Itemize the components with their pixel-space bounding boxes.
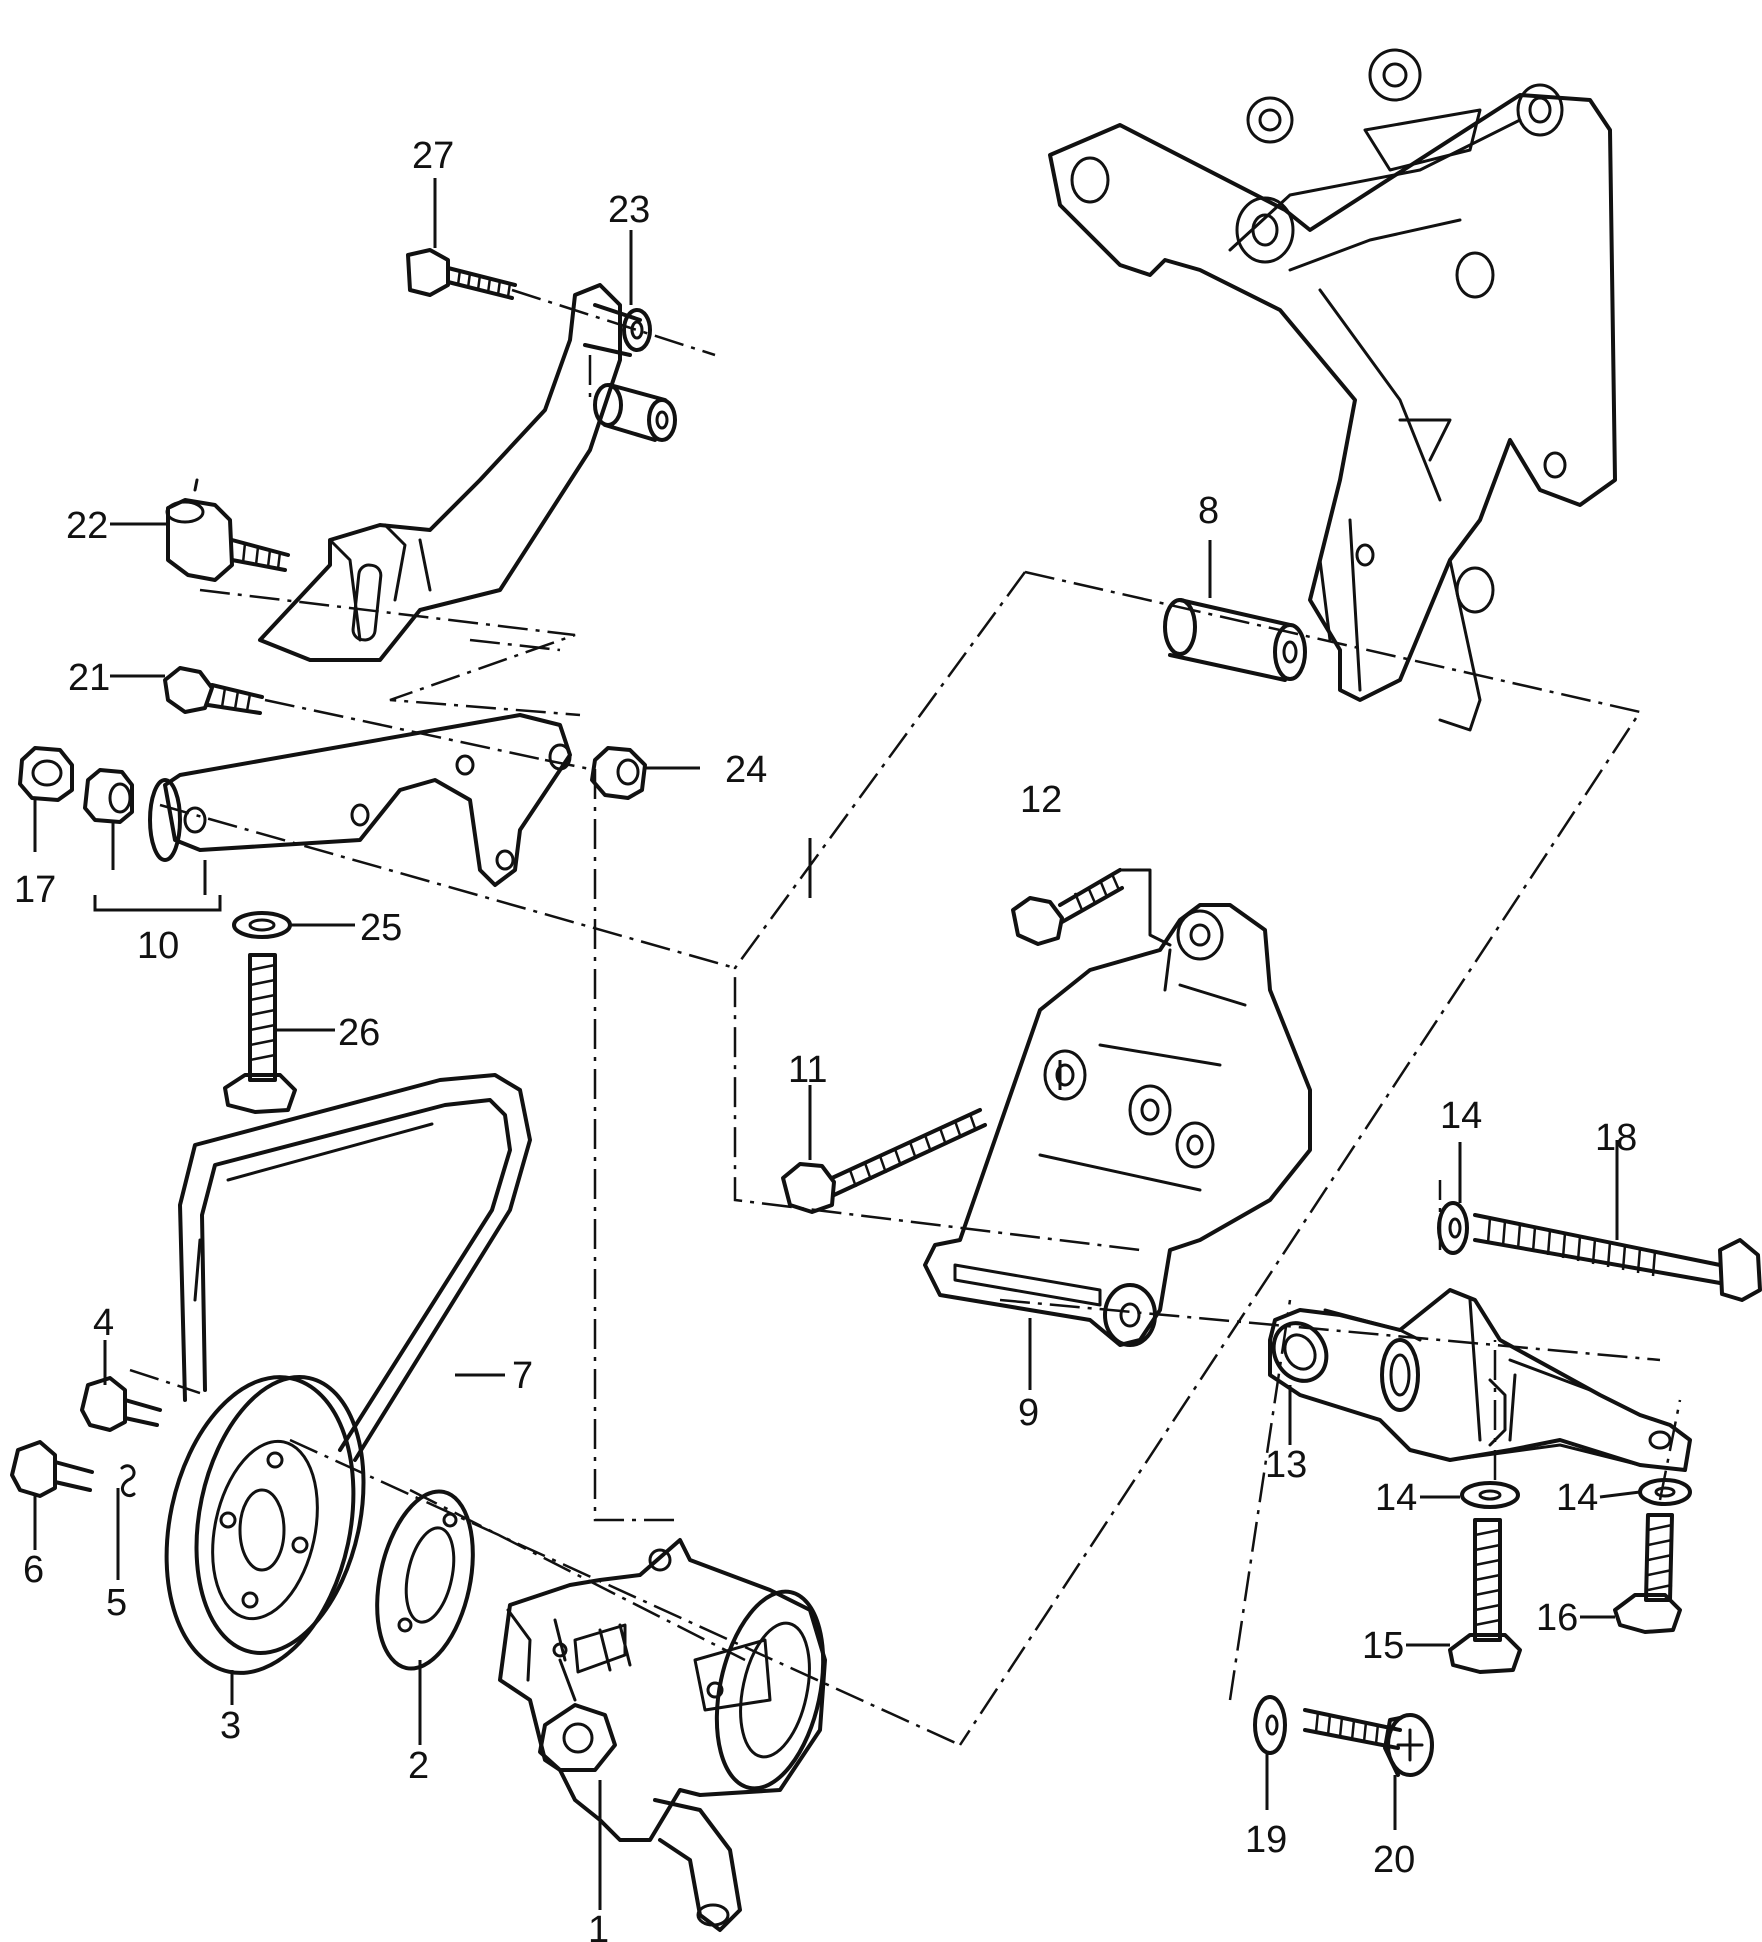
label-part-26: 26: [338, 1012, 380, 1054]
label-part-14-left: 14: [1375, 1477, 1417, 1519]
bolt-12: [1011, 868, 1172, 947]
label-part-3: 3: [220, 1705, 241, 1747]
label-part-10: 10: [137, 925, 179, 967]
assembly-centerlines: [129, 288, 1682, 1747]
label-part-20: 20: [1373, 1839, 1415, 1881]
label-part-27: 27: [412, 135, 454, 177]
bolt-15: [1448, 1518, 1522, 1674]
leader-lines: [33, 178, 1641, 1910]
washer-14-top: [1437, 1201, 1469, 1255]
label-part-6: 6: [23, 1549, 44, 1591]
label-part-4: 4: [93, 1302, 114, 1344]
label-part-18: 18: [1595, 1117, 1637, 1159]
power-steering-pump-1: [498, 1538, 827, 1932]
label-part-8: 8: [1198, 490, 1219, 532]
bolt-16: [1613, 1513, 1682, 1634]
label-part-15: 15: [1362, 1625, 1404, 1667]
adjuster-arm-10: [148, 713, 572, 887]
label-part-14-right: 14: [1556, 1477, 1598, 1519]
label-part-2: 2: [408, 1745, 429, 1787]
bolt-20: [1303, 1708, 1434, 1777]
bolt-18: [1473, 1213, 1762, 1302]
pump-bracket-9: [923, 903, 1312, 1347]
label-part-7: 7: [512, 1355, 533, 1397]
v-belt-7: [178, 1073, 532, 1462]
washer-14-left: [1460, 1481, 1520, 1509]
bracket-23: [258, 283, 677, 662]
label-part-1: 1: [588, 1909, 609, 1942]
nut-24: [590, 746, 647, 800]
bolt-26: [223, 953, 297, 1114]
label-part-9: 9: [1018, 1392, 1039, 1434]
label-part-16: 16: [1536, 1597, 1578, 1639]
label-part-22: 22: [66, 505, 108, 547]
label-part-23: 23: [608, 189, 650, 231]
washer-19: [1253, 1695, 1287, 1755]
label-part-25: 25: [360, 907, 402, 949]
label-part-17: 17: [14, 869, 56, 911]
tensioner-bracket-13: [1268, 1288, 1692, 1472]
label-part-12: 12: [1020, 779, 1062, 821]
bolt-21: [163, 666, 264, 715]
bolt-4: [80, 1376, 162, 1432]
label-part-14-top: 14: [1440, 1095, 1482, 1137]
nut-17: [18, 746, 74, 802]
bolt-11: [781, 1108, 987, 1214]
label-part-21: 21: [68, 657, 110, 699]
label-part-5: 5: [106, 1582, 127, 1624]
part-labels: 1 2 3 4 5 6 7 8 9 10 11 12 13 14 14 14 1…: [14, 135, 1637, 1942]
flange-2: [375, 1489, 475, 1671]
label-part-24: 24: [725, 749, 767, 791]
sleeve-10: [83, 768, 134, 824]
washer-14-right: [1638, 1478, 1692, 1506]
spring-washer-5: [120, 1464, 136, 1497]
bolt-27: [406, 248, 517, 300]
spacer-sleeve-8: [1163, 598, 1307, 682]
bolt-6: [10, 1440, 94, 1498]
pulley-3: [164, 1375, 366, 1675]
banjo-fitting-22: [165, 478, 290, 582]
label-part-13: 13: [1265, 1444, 1307, 1486]
label-part-11: 11: [788, 1049, 827, 1091]
washer-25: [232, 911, 292, 939]
engine-mount-bracket: [1048, 48, 1617, 732]
label-part-19: 19: [1245, 1819, 1287, 1861]
